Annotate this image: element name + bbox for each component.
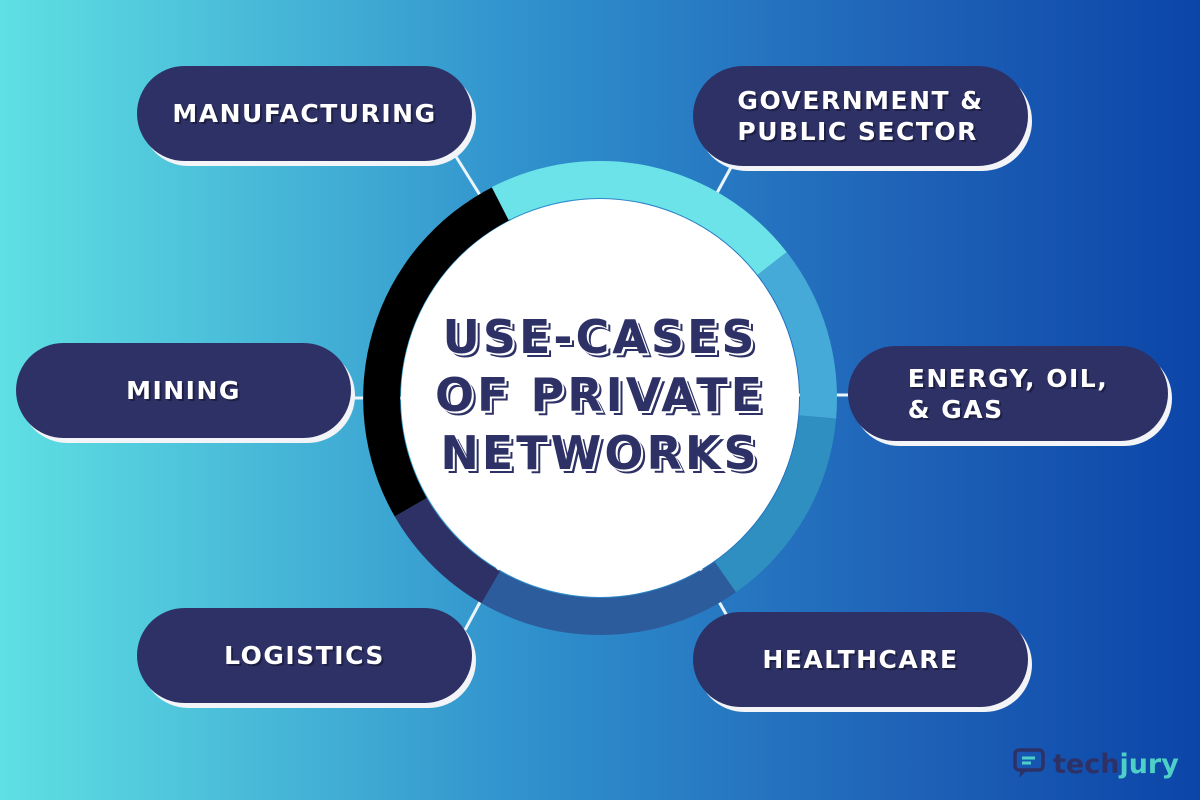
item-mining-label: MINING xyxy=(126,376,241,405)
item-logistics-label: LOGISTICS xyxy=(224,641,385,670)
ring-segment-blue xyxy=(481,561,736,636)
logo-text-tech: tech xyxy=(1053,748,1120,780)
center-circle xyxy=(401,199,799,597)
item-government: GOVERNMENT & PUBLIC SECTOR xyxy=(693,66,1028,166)
ring-segment-navy xyxy=(394,498,500,604)
ring-segment-teal xyxy=(714,415,837,593)
item-mining: MINING xyxy=(16,343,351,438)
logo-text-jury: jury xyxy=(1119,748,1179,780)
ring-segment-light xyxy=(491,160,787,275)
item-healthcare: HEALTHCARE xyxy=(693,612,1028,707)
item-manufacturing-label: MANUFACTURING xyxy=(172,99,437,128)
item-government-label: GOVERNMENT & PUBLIC SECTOR xyxy=(737,86,984,146)
item-manufacturing: MANUFACTURING xyxy=(137,66,472,161)
item-energy: ENERGY, OIL, & GAS xyxy=(848,346,1168,441)
item-logistics: LOGISTICS xyxy=(137,608,472,703)
chat-bubble-icon xyxy=(1013,748,1045,778)
center-title: USE-CASES OF PRIVATE NETWORKS xyxy=(434,310,766,480)
ring-segment-black xyxy=(363,186,511,517)
item-energy-label: ENERGY, OIL, & GAS xyxy=(907,363,1109,424)
item-healthcare-label: HEALTHCARE xyxy=(762,645,959,674)
ring-segment-mid xyxy=(757,252,838,419)
